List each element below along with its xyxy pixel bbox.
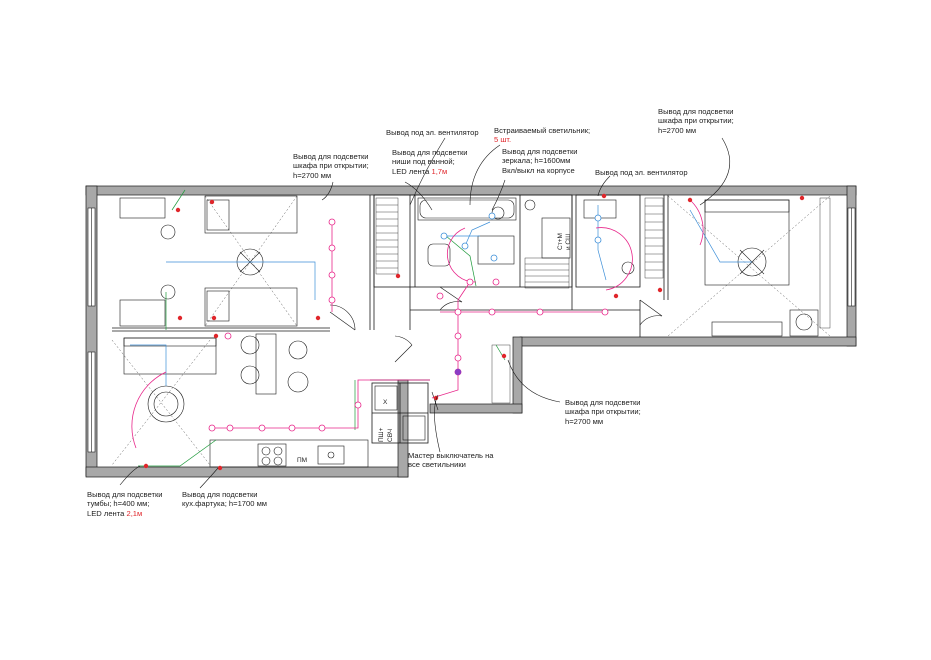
interior-walls	[112, 194, 669, 444]
annotation-wardrobe-hall: Вывод для подсветки шкафа при открытии; …	[565, 398, 641, 426]
annotation-text: Вывод для подсветки	[658, 107, 734, 116]
annotation-text: Вывод для подсветки	[293, 152, 369, 161]
annotation-text: все светильники	[408, 460, 466, 470]
annotation-master-switch: Мастер выключатель на все светильники	[408, 451, 494, 470]
leader-lines	[119, 137, 730, 489]
master-switch-node	[454, 368, 462, 376]
annotation-text: тумбы; h=400 мм;	[87, 499, 150, 509]
washer-dryer-label-2: и СШ	[565, 234, 572, 250]
annotation-text: шкафа при открытии;	[293, 161, 369, 171]
annotation-text: Встраиваемый светильник;	[494, 126, 591, 135]
annotation-text: шкафа при открытии;	[658, 116, 734, 126]
annotation-text: Вывод для подсветки	[182, 490, 258, 499]
annotation-text: Вывод для подсветки	[87, 490, 163, 499]
annotation-recessed-light: Встраиваемый светильник; 5 шт.	[494, 126, 590, 145]
dishwasher-label: ПМ	[297, 457, 307, 464]
annotation-text: Вывод для подсветки	[502, 147, 578, 156]
wardrobe-hatching	[375, 197, 831, 404]
annotation-accent: 1,7м	[431, 166, 448, 176]
oven-label-2: СВЧ	[387, 429, 394, 442]
annotation-text: h=2700 мм	[658, 125, 697, 135]
annotation-text: зеркала; h=1600мм	[502, 156, 571, 166]
annotation-accent: 2,1м	[126, 508, 143, 518]
annotation-text: Вывод под эл. вентилятор	[386, 128, 479, 137]
annotation-fan-right: Вывод под эл. вентилятор	[595, 168, 688, 177]
annotation-text: LED лента	[392, 166, 432, 176]
washer-dryer-label: Ст+М	[557, 233, 564, 250]
annotation-bath-niche: Вывод для подсветки ниши под ванной; LED…	[392, 148, 468, 176]
blue-fixtures	[440, 212, 602, 262]
annotation-text: Мастер выключатель на	[408, 451, 494, 460]
annotation-fan-left: Вывод под эл. вентилятор	[386, 128, 479, 137]
annotation-text: Вывод под эл. вентилятор	[595, 168, 688, 177]
exterior-walls	[85, 185, 857, 478]
oven-label: ПШ+	[378, 427, 385, 442]
annotation-text: Вывод для подсветки	[565, 398, 641, 407]
annotation-wardrobe-top-right: Вывод для подсветки шкафа при открытии; …	[658, 107, 734, 135]
annotation-text: LED лента	[87, 508, 127, 518]
annotation-text: шкафа при открытии;	[565, 407, 641, 417]
annotation-text: ниши под ванной;	[392, 157, 455, 167]
annotation-cabinet: Вывод для подсветки тумбы; h=400 мм; LED…	[87, 490, 163, 518]
x-mark: X	[383, 399, 388, 406]
annotation-text: Вывод для подсветки	[392, 148, 468, 157]
annotation-text: Вкл/выкл на корпусе	[502, 165, 575, 175]
annotation-text: h=2700 мм	[565, 416, 604, 426]
windows-left	[87, 207, 856, 453]
annotation-text: кух.фартука; h=1700 мм	[182, 499, 268, 509]
annotation-mirror: Вывод для подсветки зеркала; h=1600мм Вк…	[502, 147, 578, 175]
blue-wiring	[130, 205, 752, 386]
annotation-text: h=2700 мм	[293, 170, 332, 180]
annotation-accent: 5 шт.	[494, 135, 512, 145]
annotation-wardrobe-left: Вывод для подсветки шкафа при открытии; …	[293, 152, 369, 180]
furniture	[111, 195, 831, 468]
annotation-apron: Вывод для подсветки кух.фартука; h=1700 …	[182, 490, 267, 509]
